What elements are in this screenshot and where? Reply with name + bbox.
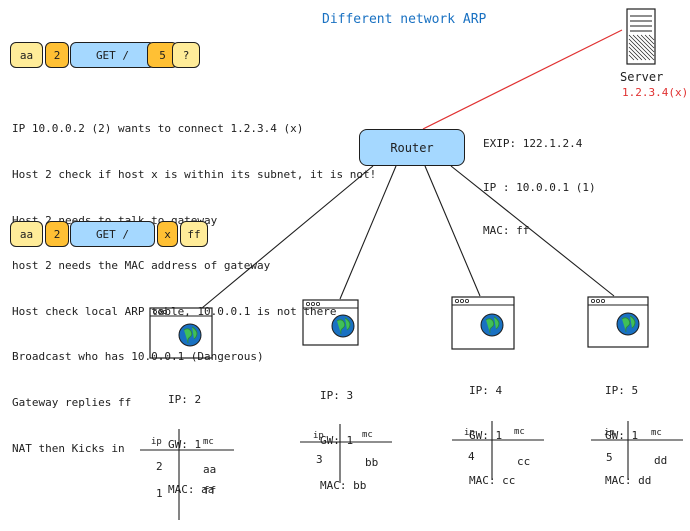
host-ip: IP: 4 xyxy=(469,384,503,397)
arp-header-mac: mc xyxy=(362,430,373,440)
note-line: Host 2 check if host x is within its sub… xyxy=(12,168,377,182)
arp-cell-mac: aa xyxy=(203,463,217,476)
frame-payload: GET / xyxy=(70,221,155,247)
server-ip: 1.2.3.4(x) xyxy=(622,86,689,99)
note-line: Host check local ARP table, 10.0.0.1 is … xyxy=(12,304,337,318)
host-3-info: IP: 3 GW: 1 MAC: bb xyxy=(320,358,366,523)
router-host5-link xyxy=(450,165,615,297)
arp-cell-ip: 4 xyxy=(468,450,475,463)
frame-payload: GET / xyxy=(70,42,155,68)
arp-table-host-3-lines xyxy=(300,424,392,483)
router-internal-ip: IP : 10.0.0.1 (1) xyxy=(483,180,596,194)
arp-cell-mac: bb xyxy=(365,456,379,469)
arp-table-host-4-lines xyxy=(452,421,544,480)
router-host4-link xyxy=(424,165,481,297)
host-3-computer-icon xyxy=(302,299,359,346)
router-external-ip: EXIP: 122.1.2.4 xyxy=(483,137,583,150)
frame-dst-ip: x xyxy=(157,221,178,247)
host-4-computer-icon xyxy=(451,296,515,350)
note-line: host 2 needs the MAC address of gateway xyxy=(12,259,271,273)
arp-header-mac: mc xyxy=(514,427,525,437)
frame-after: aa 2 GET / x ff xyxy=(10,221,208,247)
arp-cell-ip: 3 xyxy=(316,453,323,466)
server-label: Server xyxy=(620,70,664,84)
arp-header-mac: mc xyxy=(651,428,662,438)
host-gateway: GW: 1 xyxy=(320,434,354,447)
router-info: EXIP: 122.1.2.4 IP : 10.0.0.1 (1) MAC: f… xyxy=(483,108,596,268)
frame-dst-mac: ff xyxy=(180,221,208,247)
host-2-computer-icon xyxy=(149,307,213,359)
router-node: Router xyxy=(359,129,465,166)
router-host2-link xyxy=(201,165,374,309)
host-5-info: IP: 5 GW: 1 MAC: dd xyxy=(605,353,651,518)
arp-cell-ip: 1 xyxy=(156,487,163,500)
diagram-title: Different network ARP xyxy=(322,12,487,27)
frame-dst-mac: ? xyxy=(172,42,200,68)
host-mac: MAC: aa xyxy=(168,483,215,496)
arp-table-host-5-lines xyxy=(591,421,683,480)
arp-header-ip: ip xyxy=(464,428,475,438)
arp-header-ip: ip xyxy=(313,431,324,441)
host-mac: MAC: bb xyxy=(320,479,367,492)
router-mac: MAC: ff xyxy=(483,224,530,237)
arp-cell-mac: dd xyxy=(654,454,668,467)
arp-cell-ip: 2 xyxy=(156,460,163,473)
host-gateway: GW: 1 xyxy=(469,429,503,442)
frame-src-mac: aa xyxy=(10,42,43,68)
server-icon xyxy=(626,8,656,65)
host-ip: IP: 5 xyxy=(605,384,639,397)
host-gateway: GW: 1 xyxy=(605,429,639,442)
arp-header-mac: mc xyxy=(203,437,214,447)
host-mac: MAC: dd xyxy=(605,474,652,487)
frame-src-mac: aa xyxy=(10,221,43,247)
host-ip: IP: 3 xyxy=(320,389,354,402)
arp-cell-mac: cc xyxy=(517,455,531,468)
frame-src-ip: 2 xyxy=(45,42,69,68)
host-4-info: IP: 4 GW: 1 MAC: cc xyxy=(469,353,515,518)
arp-header-ip: ip xyxy=(604,428,615,438)
arp-table-host-2-lines xyxy=(140,429,234,520)
note-line: NAT then Kicks in xyxy=(12,441,125,455)
explanation-notes: IP 10.0.0.2 (2) wants to connect 1.2.3.4… xyxy=(12,91,376,486)
host-mac: MAC: cc xyxy=(469,474,516,487)
frame-src-ip: 2 xyxy=(45,221,69,247)
arp-cell-mac: ff xyxy=(203,484,217,497)
host-ip: IP: 2 xyxy=(168,393,202,406)
router-server-link xyxy=(422,29,623,130)
host-2-info: IP: 2 GW: 1 MAC: aa xyxy=(168,362,214,527)
note-line: Gateway replies ff xyxy=(12,396,132,410)
arp-cell-ip: 5 xyxy=(606,451,613,464)
router-host3-link xyxy=(339,165,397,300)
arp-header-ip: ip xyxy=(151,437,162,447)
note-line: IP 10.0.0.2 (2) wants to connect 1.2.3.4… xyxy=(12,122,304,136)
note-line: Broadcast who has 10.0.0.1 (Dangerous) xyxy=(12,350,264,364)
frame-before: aa 2 GET / 5 ? xyxy=(10,42,200,68)
host-gateway: GW: 1 xyxy=(168,438,202,451)
host-5-computer-icon xyxy=(587,296,649,348)
